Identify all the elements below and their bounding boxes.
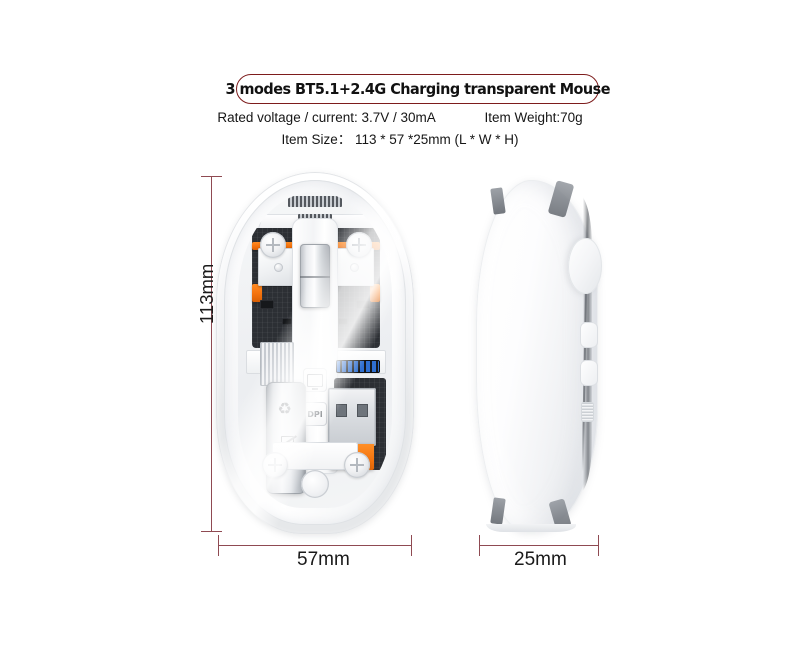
internal-components-window: DPI (238, 192, 392, 508)
dim-tick-height-top (201, 176, 222, 178)
dim-line-depth-horizontal (479, 545, 599, 547)
pin-header-connector (336, 360, 380, 373)
monitor-mode-button[interactable] (303, 368, 327, 392)
dim-line-width-horizontal (218, 545, 412, 547)
chip-left-1 (260, 300, 274, 309)
screw-top-left (260, 232, 286, 258)
side-grip-texture (581, 402, 594, 422)
dim-tick-height-bottom (201, 531, 222, 533)
optical-sensor-lens (301, 470, 329, 498)
dim-tick-depth-right (598, 535, 600, 556)
spec-item-weight: Item Weight:70g (484, 110, 583, 125)
scroll-wheel[interactable] (300, 244, 330, 308)
scroll-wheel-profile (568, 238, 602, 294)
monitor-icon (307, 373, 323, 390)
spec-rated-voltage: Rated voltage / current: 3.7V / 30mA (217, 110, 436, 125)
dpi-mode-button[interactable]: DPI (303, 402, 327, 426)
spec-line-size: Item Size： 113 * 57 *25mm (L * W * H) (0, 128, 800, 148)
side-foot-bottom-left (490, 497, 506, 525)
dim-label-width: 57mm (297, 549, 350, 570)
usb-connector-shell (328, 388, 376, 446)
dim-label-depth: 25mm (514, 549, 567, 570)
screw-top-right (346, 232, 372, 258)
dpi-label: DPI (307, 409, 323, 419)
page-title: 3 modes BT5.1+2.4G Charging transparent … (225, 80, 610, 98)
side-button-back[interactable] (580, 360, 598, 386)
vent-slots-top (288, 196, 342, 207)
side-base-edge (486, 524, 576, 532)
recycle-icon (278, 401, 295, 421)
dim-tick-depth-left (479, 535, 481, 556)
screw-bottom-left (262, 452, 288, 478)
product-image-side-view (476, 180, 602, 532)
ribbed-heatsink-block (260, 342, 294, 386)
chip-left-2 (282, 318, 292, 325)
side-foot-top-left (490, 187, 506, 215)
mouse-side-body (476, 180, 598, 532)
chip-right-1 (356, 300, 370, 309)
screw-bottom-right (344, 452, 370, 478)
spec-line-electrical: Rated voltage / current: 3.7V / 30mA Ite… (0, 110, 800, 125)
spec-item-size: Item Size： 113 * 57 *25mm (L * W * H) (281, 132, 519, 147)
product-title-banner: 3 modes BT5.1+2.4G Charging transparent … (225, 74, 610, 104)
dim-line-height-vertical (211, 176, 213, 532)
product-image-bottom-view: DPI (216, 172, 414, 534)
dim-tick-width-right (411, 535, 413, 556)
dim-tick-width-left (218, 535, 220, 556)
chip-right-2 (338, 318, 348, 325)
side-button-forward[interactable] (580, 322, 598, 348)
dim-label-height: 113mm (196, 263, 217, 324)
orange-tab-right (370, 284, 380, 302)
